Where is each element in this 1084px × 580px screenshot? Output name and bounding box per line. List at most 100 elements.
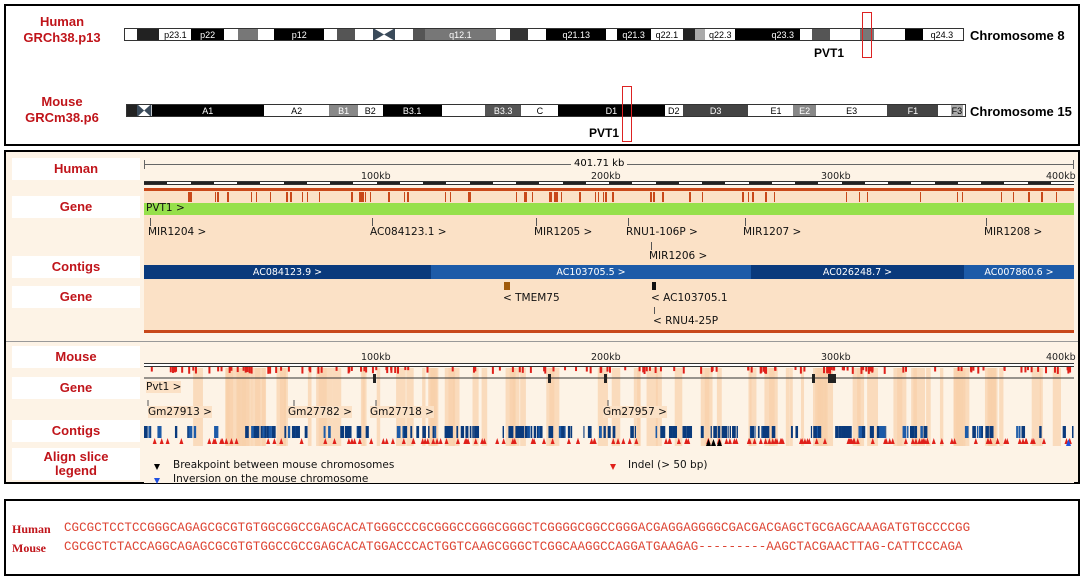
exon-mark — [407, 192, 409, 202]
alignment-block — [818, 368, 828, 446]
exon-mark — [269, 192, 272, 202]
alignment-block — [774, 368, 778, 446]
exon-mark — [747, 192, 750, 202]
exon-mark — [597, 192, 600, 202]
alignment-block — [255, 368, 267, 446]
ruler-segment — [469, 182, 493, 184]
contig-ac026248-7: AC026248.7 > — [751, 265, 964, 279]
alignment-block — [546, 368, 555, 446]
exon-mark — [286, 192, 288, 202]
mouse-contig-segment — [858, 426, 863, 438]
band-f1: F1 — [887, 105, 939, 116]
exon-mark — [525, 192, 527, 202]
alignment-block — [939, 368, 944, 446]
indel-mark — [973, 438, 978, 444]
exon-mark — [1000, 192, 1003, 202]
indel-mark-top — [371, 367, 374, 374]
indel-mark-top — [608, 367, 611, 373]
band-segment — [860, 29, 875, 40]
indel-mark — [165, 438, 170, 444]
breakpoint-mark — [717, 439, 722, 446]
indel-mark — [357, 438, 362, 444]
human-species-label: Human GRCh38.p13 — [12, 14, 112, 46]
indel-mark — [925, 438, 930, 444]
mouse-contig-segment — [757, 426, 760, 438]
mouse-contig-segment — [428, 426, 430, 438]
indel-mark — [988, 438, 993, 444]
contig-ac084123-9: AC084123.9 > — [144, 265, 431, 279]
indel-mark-top — [348, 367, 351, 373]
alignment-block — [227, 368, 237, 446]
indel-mark-top — [599, 367, 602, 373]
indel-mark-top — [645, 367, 648, 372]
alignment-block — [481, 368, 488, 446]
mouse-contig-segment — [762, 426, 765, 438]
mouse-contig-segment — [287, 426, 291, 438]
indel-mark — [802, 438, 807, 444]
indel-mark — [438, 438, 443, 444]
indel-mark-top — [491, 367, 494, 374]
mouse-contig-segment — [710, 426, 712, 438]
exon-mark — [449, 192, 452, 202]
ruler-segment — [911, 182, 935, 184]
gene-gm27782: Gm27782 > — [288, 406, 352, 418]
indel-mark-top — [575, 367, 578, 372]
mouse-contig-segment — [844, 426, 846, 438]
alignment-block — [362, 368, 367, 446]
mouse-contig-segment — [561, 426, 563, 438]
band-segment — [223, 29, 238, 40]
exon-mark — [306, 192, 309, 202]
band-cen — [137, 105, 152, 116]
mouse-contig-segment — [684, 426, 687, 438]
indel-mark — [435, 438, 440, 444]
indel-mark-top — [244, 367, 247, 373]
band-b3-1: B3.1 — [382, 105, 442, 116]
ruler-segment — [376, 182, 400, 184]
indel-mark — [332, 438, 337, 444]
indel-mark-top — [390, 367, 393, 371]
indel-mark — [510, 438, 515, 444]
alignment-block — [444, 368, 456, 446]
ruler-segment — [260, 182, 284, 184]
band-b2: B2 — [357, 105, 383, 116]
scale-left-cap — [144, 160, 145, 169]
indel-mark-top — [682, 367, 685, 374]
mouse-contig-segment — [732, 426, 736, 438]
indel-mark-top — [715, 367, 718, 372]
mouse-contig-segment — [465, 426, 469, 438]
indel-mark-top — [194, 367, 197, 374]
indel-mark — [814, 438, 819, 444]
mouse-contig-segment — [527, 426, 529, 438]
indel-mark-top — [309, 367, 312, 373]
indel-mark — [627, 438, 632, 444]
exon-mark — [742, 192, 744, 202]
indel-mark — [939, 438, 944, 444]
alignment-block — [1039, 368, 1043, 446]
indel-mark — [1024, 438, 1029, 444]
indel-mark — [501, 438, 506, 444]
indel-mark-top — [350, 367, 353, 371]
band-p12: p12 — [274, 29, 325, 40]
mouse-contig-segment — [588, 426, 592, 438]
mouse-assembly: GRCm38.p6 — [25, 110, 99, 125]
indel-mark-top — [969, 367, 972, 372]
legend-indel: Indel (> 50 bp) — [628, 459, 708, 471]
alignment-block — [509, 368, 516, 446]
gene-ac084123-1: AC084123.1 > — [370, 226, 447, 238]
indel-mark-top — [1026, 367, 1029, 371]
mouse-contig-segment — [515, 426, 518, 438]
indel-mark — [1030, 438, 1035, 444]
exon-mark — [701, 192, 704, 202]
mouse-contig-segment — [687, 426, 690, 438]
mouse-contig-segment — [668, 426, 673, 438]
mouse-contig-segment — [253, 426, 257, 438]
exon-mark — [919, 192, 922, 202]
genome-browser-panel: Human 401.71 kb 100kb 200kb 300kb 400kb … — [4, 150, 1080, 485]
mouse-contig-segment — [727, 426, 729, 438]
exon-mark — [364, 192, 367, 202]
mouse-contig-segment — [262, 426, 266, 438]
indel-mark — [532, 438, 537, 444]
indel-mark — [346, 438, 351, 444]
band-segment — [683, 29, 696, 40]
